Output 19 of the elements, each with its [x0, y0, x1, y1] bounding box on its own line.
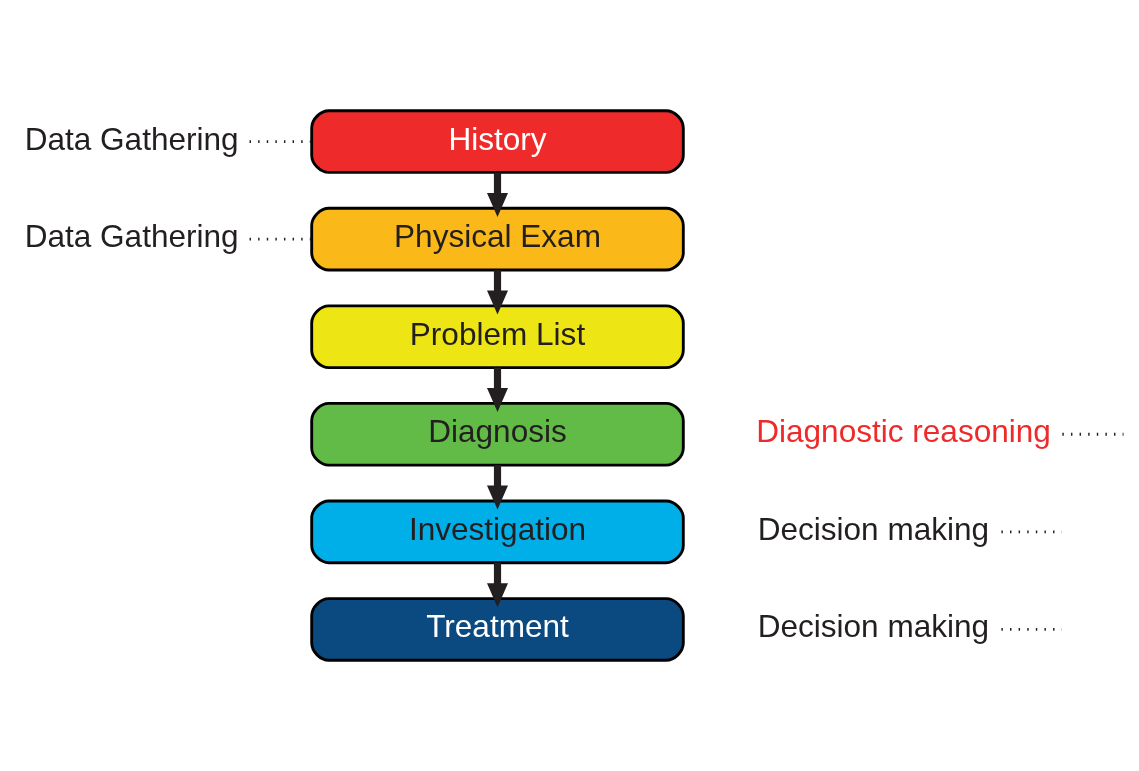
node-text: Data Gathering: [24, 218, 239, 255]
node-text: Decision making: [757, 510, 990, 547]
node-text: Diagnostic reasoning: [756, 413, 1051, 450]
arrow: [487, 172, 508, 217]
connector: [1062, 432, 1124, 436]
node-box: Diagnosis: [310, 402, 685, 467]
node-box: Physical Exam: [310, 206, 685, 272]
node-box: Treatment: [310, 597, 685, 662]
node-text: Data Gathering: [24, 120, 239, 157]
arrow: [487, 367, 508, 413]
node-box: Investigation: [310, 499, 685, 565]
arrow: [487, 465, 508, 510]
node-box: History: [310, 109, 685, 174]
connector: [249, 237, 312, 241]
connector: [249, 140, 312, 144]
node-box: Problem List: [310, 304, 685, 369]
arrow: [487, 270, 508, 315]
arrow: [487, 562, 508, 608]
node-text: Decision making: [757, 608, 990, 645]
